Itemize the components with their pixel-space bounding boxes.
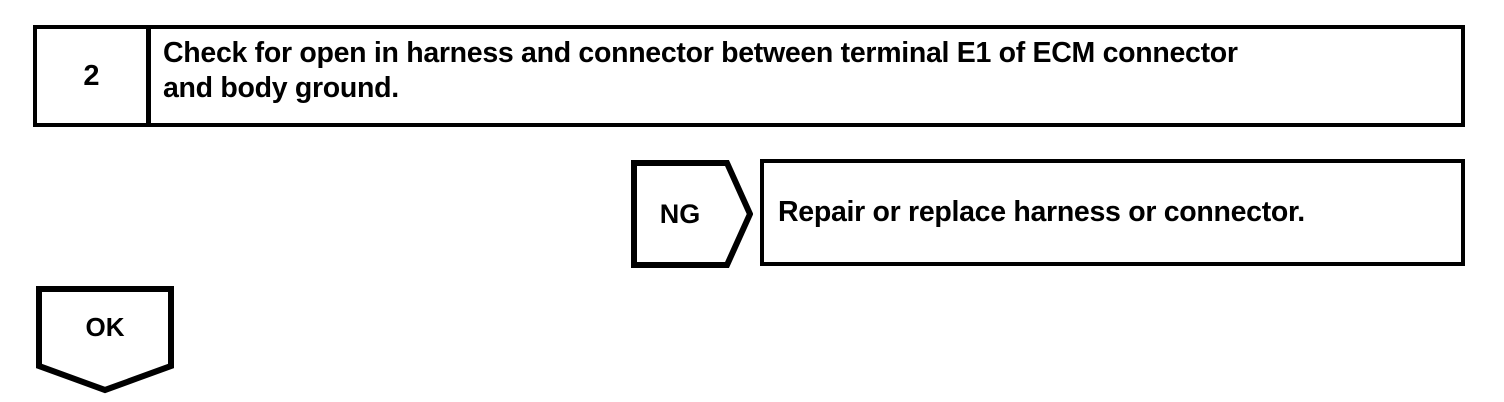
ok-arrow-pentagon-icon: [36, 286, 174, 394]
ok-branch-label: OK: [85, 311, 125, 342]
ng-arrow-pentagon-icon: [631, 160, 753, 268]
step-number: 2: [83, 59, 100, 92]
step-row: 2 Check for open in harness and connecto…: [33, 25, 1465, 127]
ng-branch-label: NG: [659, 198, 701, 229]
ok-branch-arrow: OK: [36, 286, 174, 394]
step-instruction-text: Check for open in harness and connector …: [163, 37, 1238, 104]
ng-action-text: Repair or replace harness or connector.: [778, 196, 1305, 229]
step-number-cell: 2: [37, 29, 151, 123]
ng-action-box: Repair or replace harness or connector.: [760, 159, 1465, 266]
step-instruction-cell: Check for open in harness and connector …: [151, 29, 1461, 123]
ng-branch-arrow: NG: [631, 160, 753, 268]
